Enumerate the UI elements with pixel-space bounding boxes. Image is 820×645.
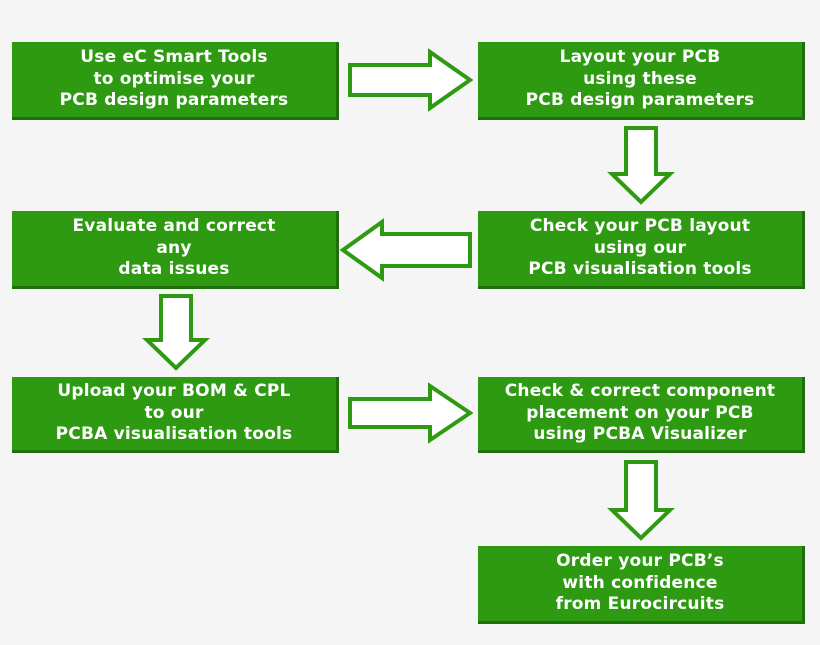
- step-box-upload-bom: Upload your BOM & CPL to our PCBA visual…: [12, 377, 339, 453]
- arrow-down-step6-step7: [607, 460, 675, 541]
- step-label-upload-bom: Upload your BOM & CPL to our PCBA visual…: [55, 381, 293, 445]
- step-box-smart-tools: Use eC Smart Tools to optimise your PCB …: [12, 42, 339, 120]
- arrow-left-step3-step4: [339, 218, 472, 282]
- step-box-order-pcb: Order your PCB’s with confidence from Eu…: [478, 546, 805, 624]
- step-label-check-placement: Check & correct component placement on y…: [504, 381, 776, 445]
- step-box-check-layout: Check your PCB layout using our PCB visu…: [478, 211, 805, 289]
- arrow-right-step5-step6: [348, 382, 474, 444]
- step-box-evaluate-correct: Evaluate and correct any data issues: [12, 211, 339, 289]
- step-label-smart-tools: Use eC Smart Tools to optimise your PCB …: [59, 47, 289, 111]
- step-label-evaluate-correct: Evaluate and correct any data issues: [72, 216, 276, 280]
- arrow-right-step1-step2: [348, 48, 474, 112]
- step-label-check-layout: Check your PCB layout using our PCB visu…: [528, 216, 752, 280]
- step-box-layout-pcb: Layout your PCB using these PCB design p…: [478, 42, 805, 120]
- step-label-order-pcb: Order your PCB’s with confidence from Eu…: [555, 551, 725, 615]
- step-box-check-placement: Check & correct component placement on y…: [478, 377, 805, 453]
- step-label-layout-pcb: Layout your PCB using these PCB design p…: [525, 47, 755, 111]
- arrow-down-step4-step5: [142, 294, 210, 371]
- arrow-down-step2-step3: [607, 126, 675, 205]
